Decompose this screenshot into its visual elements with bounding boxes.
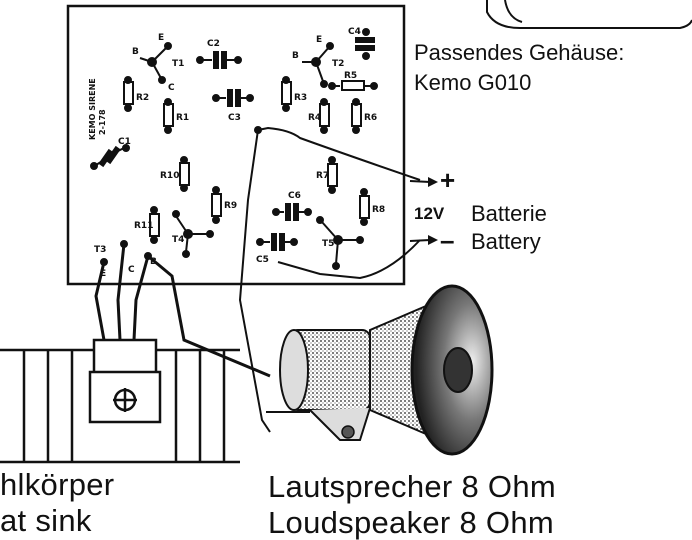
label-t5: T5 xyxy=(322,239,334,249)
label-r6: R6 xyxy=(364,113,377,123)
speaker-label-en: Loudspeaker 8 Ohm xyxy=(268,505,554,540)
label-r10: R10 xyxy=(160,171,179,181)
label-r11: R11 xyxy=(134,221,153,231)
battery-wires xyxy=(238,126,431,433)
label-c6: C6 xyxy=(288,191,301,201)
label-r1: R1 xyxy=(176,113,189,123)
battery-label-en: Battery xyxy=(471,229,541,254)
label-c1pin: C xyxy=(168,83,175,93)
label-c4: C4 xyxy=(348,27,361,37)
label-r3: R3 xyxy=(294,93,307,103)
label-pin-e: E xyxy=(100,269,106,279)
pcb-title: KEMO SIRENE xyxy=(88,78,97,140)
label-t2: T2 xyxy=(332,59,344,69)
label-r9: R9 xyxy=(224,201,237,211)
label-r4: R4 xyxy=(308,113,321,123)
label-t3: T3 xyxy=(94,245,106,255)
battery-label-de: Batterie xyxy=(471,201,547,226)
label-pin-c: C xyxy=(128,265,135,275)
speaker-label-de: Lautsprecher 8 Ohm xyxy=(268,469,556,504)
case-label-line1: Passendes Gehäuse: xyxy=(414,40,625,65)
label-t1: T1 xyxy=(172,59,184,69)
label-r8: R8 xyxy=(372,205,385,215)
battery-plus-sign: + xyxy=(440,165,456,195)
label-c3: C3 xyxy=(228,113,241,123)
loudspeaker-image xyxy=(266,284,494,456)
label-c5: C5 xyxy=(256,255,269,265)
label-t4: T4 xyxy=(172,235,184,245)
enclosure-box-image xyxy=(486,0,692,29)
label-c2: C2 xyxy=(207,39,220,49)
transistor-leads xyxy=(94,243,271,378)
battery-minus-sign: – xyxy=(440,225,455,255)
label-c1: C1 xyxy=(118,137,131,147)
heatsink-label-en: at sink xyxy=(0,503,92,538)
label-e1: E xyxy=(158,33,164,43)
label-r2: R2 xyxy=(136,93,149,103)
label-r5: R5 xyxy=(344,71,357,81)
label-e2: E xyxy=(316,35,322,45)
pcb-code: 2-178 xyxy=(98,109,107,135)
label-r7: R7 xyxy=(316,171,329,181)
heatsink-image xyxy=(0,338,240,464)
battery-voltage: 12V xyxy=(414,204,445,223)
label-b2: B xyxy=(292,51,299,61)
heatsink-label-de: hlkörper xyxy=(0,467,115,502)
case-label-line2: Kemo G010 xyxy=(414,70,532,95)
label-b1: B xyxy=(132,47,139,57)
pcb-components xyxy=(90,28,378,270)
